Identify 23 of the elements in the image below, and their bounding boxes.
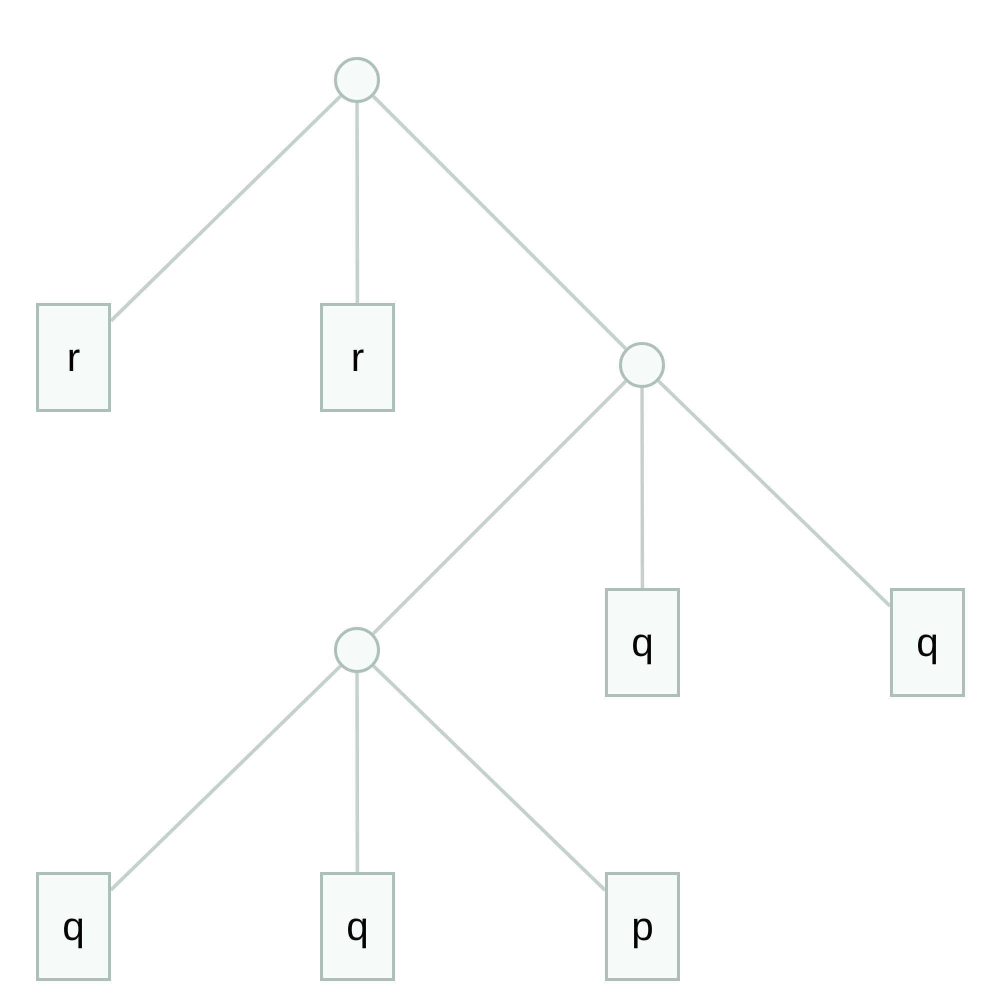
connector-line [355, 673, 360, 872]
leaf-label: r [350, 338, 364, 378]
connector-line [372, 664, 606, 892]
leaf-label: q [62, 906, 85, 946]
leaf-box [320, 872, 395, 981]
connector-line [372, 95, 627, 350]
connector-line [372, 380, 627, 635]
connector-line [657, 380, 892, 608]
leaf-label: p [631, 906, 654, 946]
leaf-label: q [346, 906, 369, 946]
leaf-label: q [631, 622, 654, 662]
leaf-box [605, 872, 680, 981]
leaf-label: q [916, 622, 939, 662]
leaf-box [605, 588, 680, 697]
leaf-box [320, 303, 395, 412]
leaf-label: r [66, 338, 80, 378]
connector-line [355, 103, 360, 303]
leaf-box [36, 872, 111, 981]
leaf-box [36, 303, 111, 412]
connector-line [110, 664, 342, 892]
leaf-box [890, 588, 965, 697]
connector-line [640, 388, 644, 588]
connector-line [110, 94, 342, 322]
